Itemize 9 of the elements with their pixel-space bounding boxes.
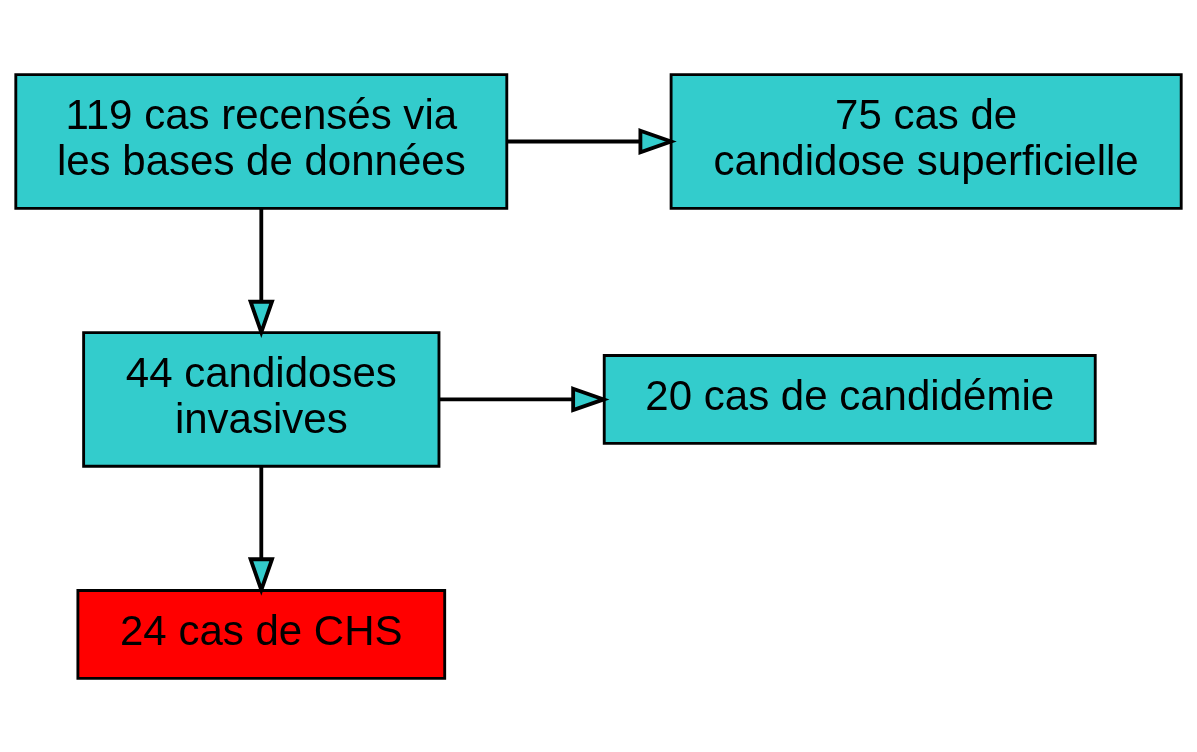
node-box: 119 cas recensés via les bases de données [14,72,509,210]
arrow [247,208,275,338]
arrow [247,465,275,596]
node-box: 24 cas de CHS [76,588,447,680]
node-box: 75 cas de candidose superficielle [669,72,1183,210]
arrow [439,385,610,413]
node-box: 20 cas de candidémie [602,353,1097,445]
arrow [507,127,677,155]
node-box: 44 candidoses invasives [82,330,441,468]
